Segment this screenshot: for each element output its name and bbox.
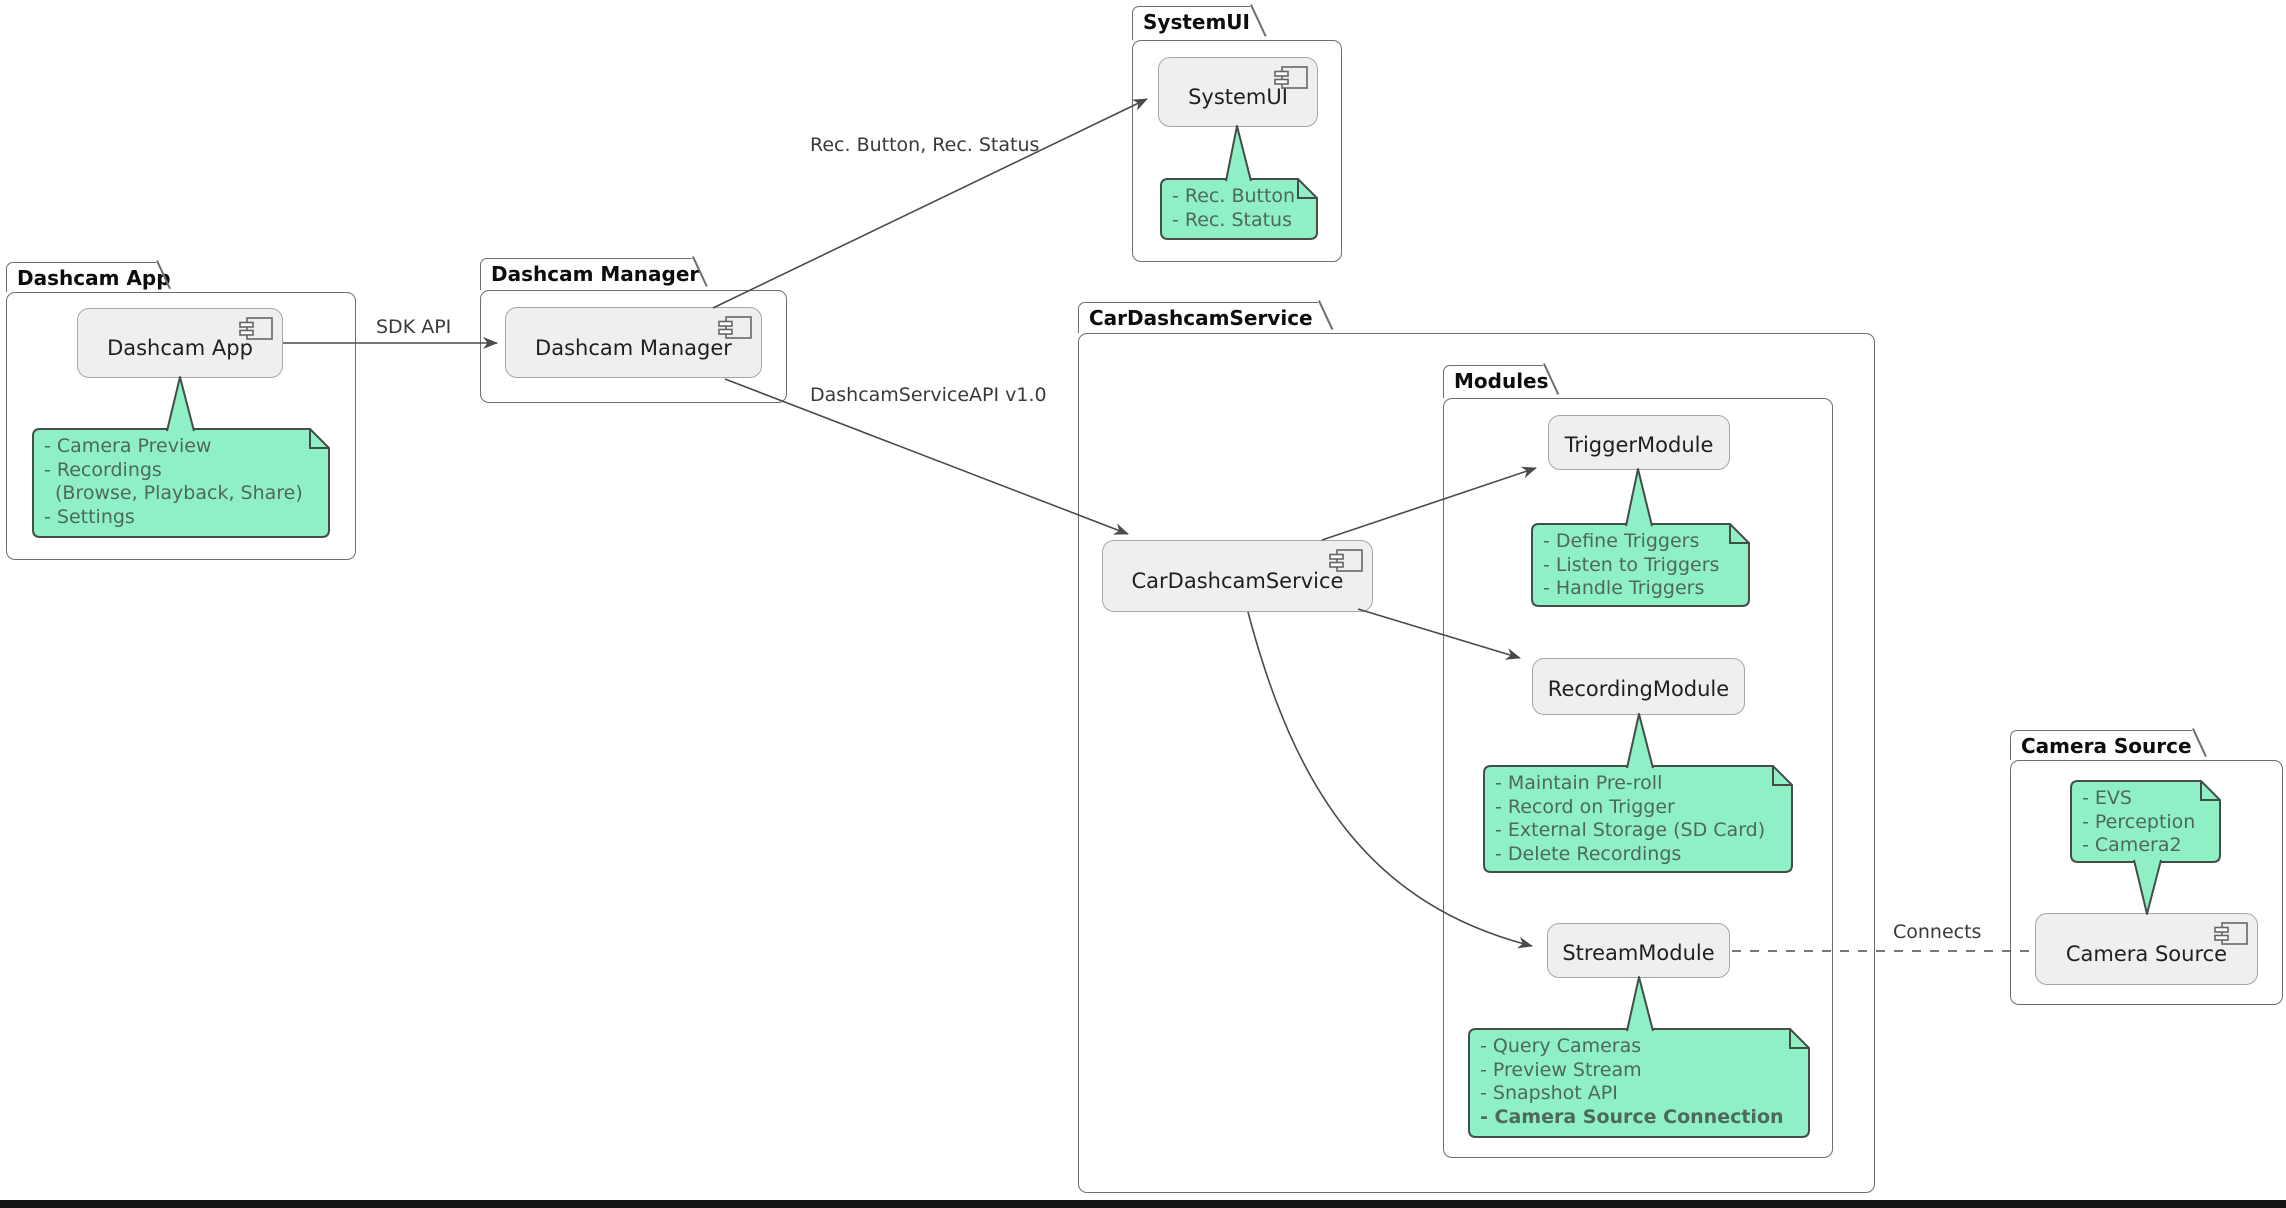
note-background: [2070, 780, 2221, 863]
note-line: - Rec. Status: [1172, 208, 1293, 231]
component-icon: [1329, 549, 1363, 572]
note-line: - Rec. Button: [1172, 185, 1296, 207]
package-title: Dashcam App: [17, 266, 171, 290]
edge-rec-status: [712, 98, 1148, 309]
note-text: - Camera Preview- Recordings(Browse, Pla…: [32, 428, 330, 529]
component-camera-source: Camera Source: [2035, 913, 2258, 985]
component-label: Camera Source: [2065, 942, 2228, 966]
component-recording-module: RecordingModule: [1532, 658, 1745, 715]
package-tab-modules: Modules: [1443, 365, 1549, 398]
component-icon: [239, 317, 273, 340]
note-line: - Camera Source Connection: [1480, 1105, 1784, 1128]
note-text: - Query Cameras- Preview Stream- Snapsho…: [1468, 1028, 1810, 1129]
bottom-window-edge: [0, 1200, 2286, 1208]
note-text: - EVS- Perception- Camera2: [2070, 780, 2221, 858]
package-tab-systemui: SystemUI: [1132, 6, 1250, 40]
note-dashcam-app: - Camera Preview- Recordings(Browse, Pla…: [32, 428, 330, 538]
note-line: - Handle Triggers: [1543, 577, 1705, 599]
note-systemui: - Rec. Button- Rec. Status: [1160, 178, 1318, 240]
note-text: - Rec. Button- Rec. Status: [1160, 178, 1318, 232]
note-stream-module: - Query Cameras- Preview Stream- Snapsho…: [1468, 1028, 1810, 1138]
edge-label-connects: Connects: [1893, 921, 1982, 943]
component-dashcam-manager: Dashcam Manager: [505, 307, 762, 378]
note-line: - Camera2: [2082, 834, 2182, 856]
component-label: CarDashcamService: [1131, 569, 1344, 593]
component-systemui: SystemUI: [1158, 57, 1318, 127]
package-title: Modules: [1454, 369, 1549, 393]
note-text: - Maintain Pre-roll- Record on Trigger- …: [1483, 765, 1793, 866]
component-label: StreamModule: [1562, 940, 1715, 965]
package-title: Dashcam Manager: [491, 262, 700, 286]
note-line: (Browse, Playback, Share): [55, 482, 303, 504]
note-line: - Settings: [44, 505, 135, 528]
note-line: - Recordings: [44, 458, 162, 481]
component-car-dashcam-service: CarDashcamService: [1102, 540, 1373, 612]
note-line: - Snapshot API: [1480, 1082, 1618, 1104]
edge-label-sdk-api: SDK API: [376, 316, 452, 338]
package-title: CarDashcamService: [1089, 306, 1313, 330]
package-title: Camera Source: [2021, 734, 2192, 758]
note-line: - Listen to Triggers: [1543, 553, 1720, 576]
component-label: Dashcam App: [107, 336, 253, 360]
note-recording-module: - Maintain Pre-roll- Record on Trigger- …: [1483, 765, 1793, 873]
note-background: [1468, 1028, 1810, 1138]
package-tab-camera-source: Camera Source: [2010, 730, 2192, 760]
note-trigger-module: - Define Triggers- Listen to Triggers- H…: [1531, 523, 1750, 607]
edge-label-rec-status: Rec. Button, Rec. Status: [810, 134, 1040, 156]
package-title: SystemUI: [1143, 10, 1250, 34]
component-label: Dashcam Manager: [535, 335, 732, 360]
note-line: - EVS: [2082, 787, 2132, 809]
note-text: - Define Triggers- Listen to Triggers- H…: [1531, 523, 1750, 601]
note-line: - Record on Trigger: [1495, 795, 1675, 818]
component-trigger-module: TriggerModule: [1548, 415, 1730, 470]
note-line: - Maintain Pre-roll: [1495, 772, 1663, 794]
note-background: [1160, 178, 1318, 240]
package-tab-car-dashcam-service: CarDashcamService: [1078, 302, 1318, 333]
note-line: - Delete Recordings: [1495, 842, 1682, 865]
component-icon: [718, 316, 752, 339]
component-label: TriggerModule: [1564, 432, 1714, 457]
component-dashcam-app: Dashcam App: [77, 308, 283, 378]
note-line: - Preview Stream: [1480, 1058, 1642, 1081]
component-icon: [2214, 922, 2248, 945]
note-line: - Query Cameras: [1480, 1035, 1642, 1057]
note-line: - Define Triggers: [1543, 530, 1700, 552]
package-tab-dashcam-app: Dashcam App: [6, 262, 171, 292]
note-camera-source: - EVS- Perception- Camera2: [2070, 780, 2221, 863]
package-tab-dashcam-manager: Dashcam Manager: [480, 258, 699, 290]
component-label: RecordingModule: [1547, 676, 1730, 701]
component-stream-module: StreamModule: [1547, 923, 1730, 978]
component-icon: [1274, 66, 1308, 89]
note-line: - External Storage (SD Card): [1495, 819, 1766, 841]
note-line: - Perception: [2082, 810, 2196, 833]
note-line: - Camera Preview: [44, 435, 212, 457]
edge-label-service-api: DashcamServiceAPI v1.0: [810, 384, 1047, 406]
note-background: [32, 428, 330, 538]
component-label: SystemUI: [1188, 85, 1288, 109]
